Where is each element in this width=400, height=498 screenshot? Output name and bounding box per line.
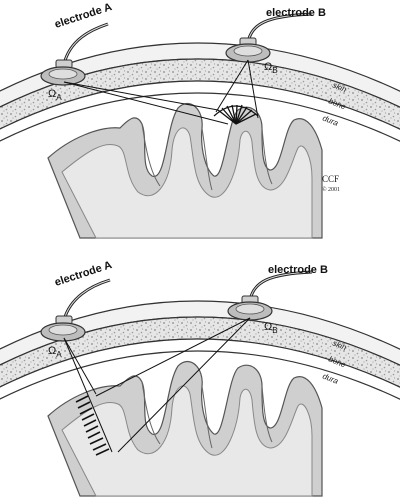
dipole-fan-top	[213, 104, 259, 125]
svg-text:ΩA: ΩA	[48, 88, 62, 102]
omega-b-sub-top: B	[272, 66, 277, 75]
electrode-b-bottom	[227, 270, 313, 321]
dipole-stripes-bottom	[75, 395, 110, 456]
svg-text:ΩB: ΩB	[264, 61, 278, 75]
omega-b-sub-bottom: B	[272, 326, 277, 335]
svg-text:ΩB: ΩB	[264, 321, 278, 335]
omega-a-symbol-top: Ω	[48, 88, 56, 100]
electrode-b-top	[225, 12, 313, 63]
electrode-b-label-bottom: electrode B	[268, 264, 328, 276]
electrode-a-bottom	[40, 278, 111, 342]
omega-b-symbol-top: Ω	[264, 61, 272, 73]
omega-b-symbol-bottom: Ω	[264, 321, 272, 333]
electrode-b-label-top: electrode B	[266, 7, 326, 19]
electrode-a-top	[40, 22, 109, 86]
omega-a-symbol-bottom: Ω	[48, 345, 56, 357]
field-lines-bottom	[63, 317, 251, 453]
electrode-a-label-bottom: electrode A	[53, 259, 113, 289]
omega-a-sub-top: A	[56, 93, 62, 102]
cortex-top	[47, 102, 323, 239]
svg-text:ΩA: ΩA	[48, 345, 62, 359]
copyright-text: © 2001	[322, 186, 340, 193]
field-lines-top	[63, 59, 259, 125]
omega-a-sub-bottom: A	[56, 350, 62, 359]
ccf-credit: CCF	[322, 174, 339, 184]
